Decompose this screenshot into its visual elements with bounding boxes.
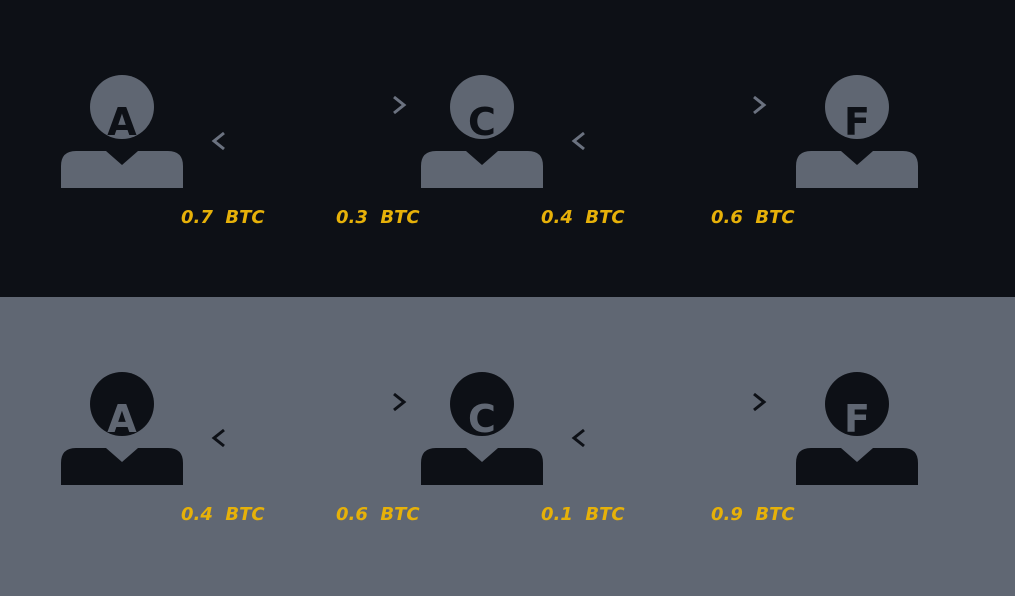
arrow-left-icon (571, 428, 760, 448)
node-letter: C (468, 100, 496, 144)
node-c: C (421, 372, 543, 494)
person-icon (61, 372, 183, 485)
node-letter: A (107, 100, 137, 144)
arrow-left-icon (211, 428, 400, 448)
arrow-left-f-to-c (568, 427, 768, 449)
arrow-right-icon (218, 392, 407, 412)
node-f: F (796, 75, 918, 197)
arrow-right-icon (578, 95, 767, 115)
person-icon (796, 372, 918, 485)
arrow-right-c-to-f (570, 94, 770, 116)
node-letter: C (468, 397, 496, 441)
bottom-panel: A C F (0, 297, 1015, 596)
amount-f-side: 0.6 BTC (711, 207, 795, 228)
arrow-left-f-to-c (568, 130, 768, 152)
node-f: F (796, 372, 918, 494)
arrow-right-a-to-c (210, 94, 410, 116)
amount-c-left-side: 0.6 BTC (336, 504, 420, 525)
node-a: A (61, 75, 183, 197)
top-panel: A C F (0, 0, 1015, 297)
arrow-right-c-to-f (570, 391, 770, 413)
amount-c-right-side: 0.4 BTC (541, 207, 625, 228)
node-c: C (421, 75, 543, 197)
amount-f-side: 0.9 BTC (711, 504, 795, 525)
amount-c-left-side: 0.3 BTC (336, 207, 420, 228)
arrow-right-a-to-c (210, 391, 410, 413)
arrow-right-icon (218, 95, 407, 115)
person-icon (61, 75, 183, 188)
arrow-left-icon (211, 131, 400, 151)
amount-c-right-side: 0.1 BTC (541, 504, 625, 525)
node-letter: F (844, 397, 870, 441)
node-letter: A (107, 397, 137, 441)
node-a: A (61, 372, 183, 494)
person-icon (796, 75, 918, 188)
node-letter: F (844, 100, 870, 144)
amount-a-side: 0.4 BTC (181, 504, 265, 525)
arrow-left-icon (571, 131, 760, 151)
arrow-left-c-to-a (208, 427, 408, 449)
amount-a-side: 0.7 BTC (181, 207, 265, 228)
person-icon (421, 372, 543, 485)
arrow-left-c-to-a (208, 130, 408, 152)
person-icon (421, 75, 543, 188)
arrow-right-icon (578, 392, 767, 412)
